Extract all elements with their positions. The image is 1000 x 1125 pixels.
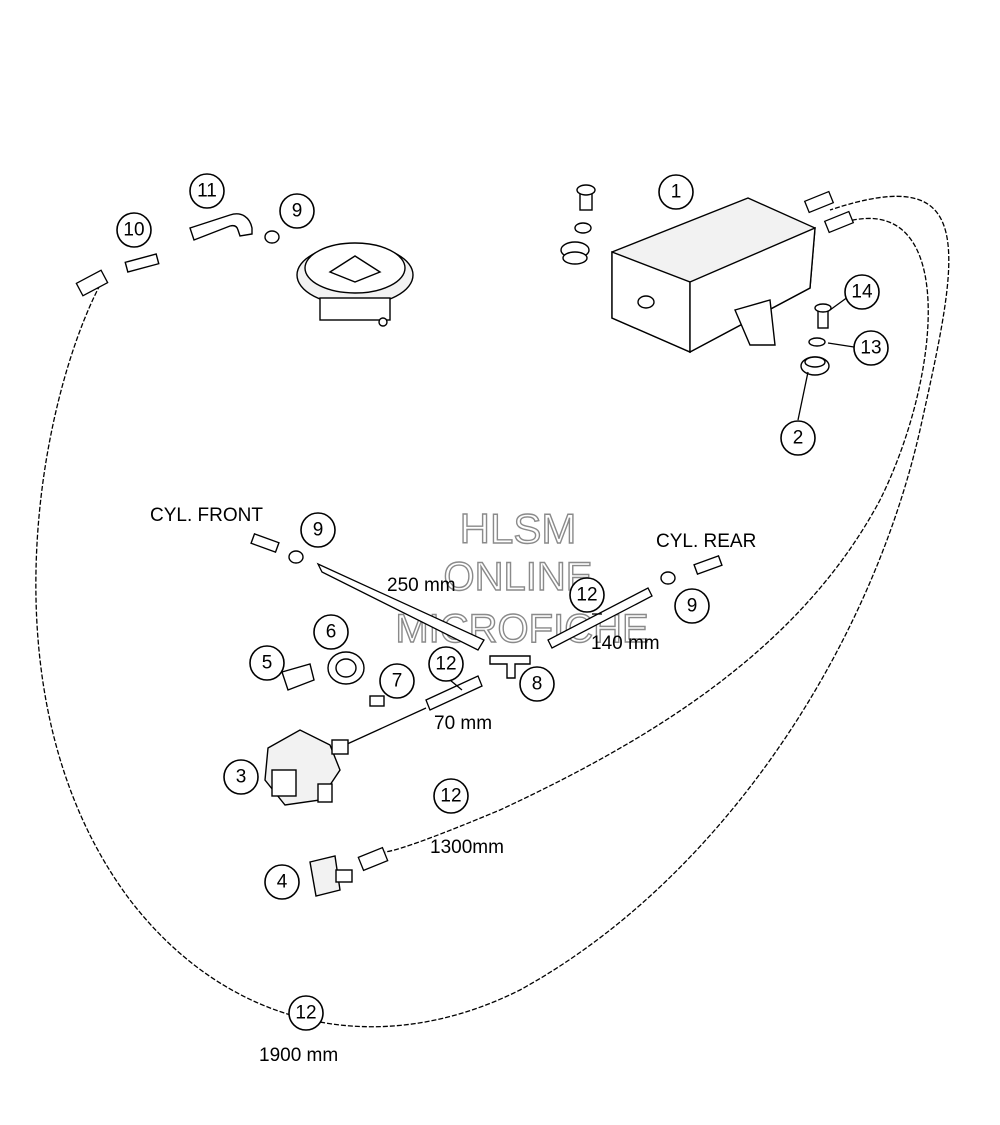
clamp-part-9-top [264,230,280,244]
callout-2-label: 2 [793,428,804,449]
callout-10: 10 [116,212,152,248]
callout-12-bottom: 12 [288,995,324,1031]
callout-12-lower-label: 12 [440,786,461,807]
dim-1900mm: 1900 mm [259,1045,338,1066]
mount-hardware-right [800,303,832,376]
dim-70mm: 70 mm [434,713,492,734]
callout-12-bottom-label: 12 [295,1003,316,1024]
nipple-part-10 [124,253,160,273]
callout-12-mid-right: 12 [569,577,605,613]
callout-3-label: 3 [236,767,247,788]
callout-12-lower: 12 [433,778,469,814]
callout-11: 11 [189,173,225,209]
callout-12-mid-left-label: 12 [435,654,456,675]
bracket-parts [281,651,385,707]
callout-7: 7 [379,663,415,699]
elbow-hose-part-11 [189,213,253,241]
callout-5-label: 5 [262,653,273,674]
dim-250mm: 250 mm [387,575,456,596]
callout-14: 14 [844,274,880,310]
callout-9-rear: 9 [674,588,710,624]
canister-part-1 [611,190,855,354]
callout-12-mid-right-label: 12 [576,585,597,606]
callout-13-label: 13 [860,338,881,359]
callout-11-label: 11 [197,181,217,202]
label-cyl-rear: CYL. REAR [656,531,756,552]
hose-1900mm [35,195,950,1028]
callout-4-label: 4 [277,872,288,893]
watermark-line-1: HLSM [460,505,577,552]
callout-10-label: 10 [123,220,144,241]
callout-4: 4 [264,864,300,900]
callout-9-top-label: 9 [292,201,303,222]
hose-end-left [75,269,109,297]
callout-14-label: 14 [851,282,873,303]
callout-8: 8 [519,666,555,702]
callout-5: 5 [249,645,285,681]
callout-9-front: 9 [300,512,336,548]
callout-8-label: 8 [532,674,543,695]
dim-140mm: 140 mm [591,633,660,654]
label-cyl-front: CYL. FRONT [150,505,263,526]
dim-1300mm: 1300mm [430,837,504,858]
callout-1-label: 1 [671,182,682,203]
callout-3: 3 [223,759,259,795]
callout-2: 2 [780,420,816,456]
hose-1300mm [384,217,929,853]
callout-9-front-label: 9 [313,520,324,541]
check-valve-part-4 [309,846,389,897]
callout-6: 6 [313,614,349,650]
callout-12-mid-left: 12 [428,646,464,682]
callout-13: 13 [853,330,889,366]
callout-6-label: 6 [326,622,337,643]
callout-9-rear-label: 9 [687,596,698,617]
mid-hose-assembly [250,532,723,746]
purge-valve-part-3 [264,729,349,806]
callout-7-label: 7 [392,671,403,692]
callout-9-top: 9 [279,193,315,229]
callout-1: 1 [658,174,694,210]
watermark-line-2: ONLINE [444,555,593,599]
canister-mount-hardware [560,184,596,265]
fuel-cap [296,242,414,327]
